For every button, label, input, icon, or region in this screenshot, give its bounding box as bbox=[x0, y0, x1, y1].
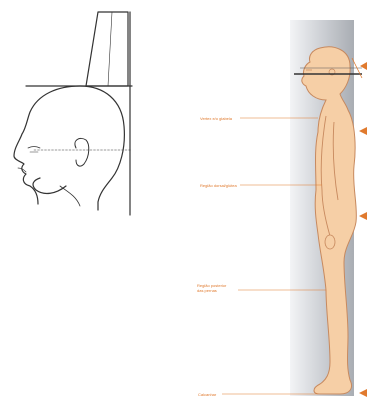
arrow-marker-shoulders bbox=[359, 127, 367, 135]
arrow-marker-head bbox=[360, 62, 367, 70]
ear bbox=[75, 138, 89, 166]
arrow-marker-heels bbox=[359, 389, 367, 397]
arrow-marker-buttocks bbox=[359, 212, 367, 220]
callout-posterior-legs: Região posterior das pernas bbox=[197, 283, 226, 293]
arrow-markers bbox=[359, 62, 367, 397]
callout-heel: Calcanhar bbox=[198, 392, 216, 397]
callout-vertex-glabela: Vertex e/o glabela bbox=[200, 116, 232, 121]
callout-dorsal-gluteal: Região dorsal/glútea bbox=[200, 183, 237, 188]
head-outline bbox=[14, 86, 124, 210]
standing-figure-panel bbox=[222, 20, 367, 397]
head-profile-stadiometer bbox=[14, 12, 132, 215]
stadiometer-headpiece bbox=[86, 12, 128, 86]
